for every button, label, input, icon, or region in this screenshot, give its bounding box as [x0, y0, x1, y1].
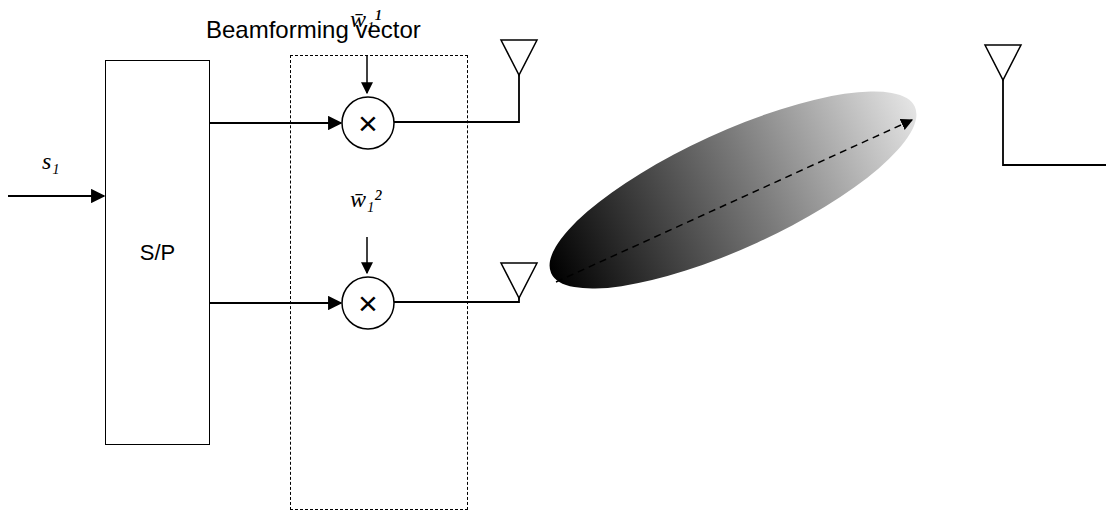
multiplier-circle: ×: [341, 276, 395, 330]
antenna-symbol: [501, 263, 537, 298]
beam-lobe: [527, 54, 939, 326]
antenna-feed: [394, 75, 519, 122]
antenna-feed: [394, 298, 519, 302]
weight-arrow: [366, 56, 368, 93]
multiply-sign: ×: [358, 106, 378, 140]
weight-label: w̄₁¹: [350, 6, 382, 33]
beam-direction: [556, 120, 912, 282]
receiver-feed: [1003, 80, 1106, 165]
antenna-symbol: [985, 45, 1021, 80]
beamforming-group: Beamforming vector××: [290, 55, 468, 510]
serial-parallel-box: S/P: [105, 60, 210, 445]
group-title: Beamforming vector: [206, 18, 421, 42]
weight-label: w̄₁²: [350, 186, 382, 213]
multiplier-circle: ×: [341, 96, 395, 150]
multiply-sign: ×: [358, 286, 378, 320]
box-label: S/P: [140, 242, 175, 264]
signal-arrow: [210, 122, 341, 124]
signal-arrow: [210, 302, 341, 304]
antenna-symbol: [501, 40, 537, 75]
input-signal: s₁: [42, 148, 60, 175]
input-arrow: [8, 195, 104, 197]
weight-arrow: [366, 237, 368, 273]
